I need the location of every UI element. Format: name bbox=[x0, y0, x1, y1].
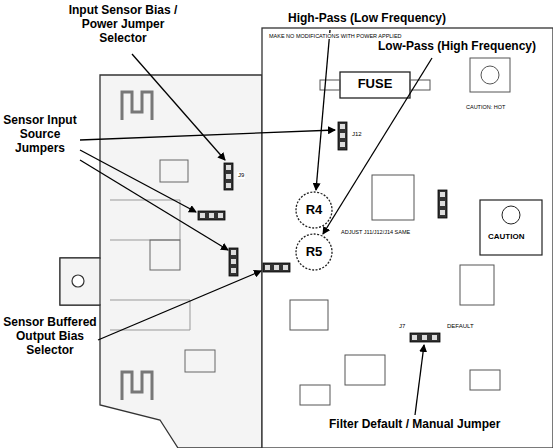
housing-outline bbox=[60, 75, 262, 448]
part-label: R5 bbox=[300, 245, 328, 260]
jumper-label: J7 bbox=[398, 323, 406, 330]
callout-title: Low-Pass (High Frequency) bbox=[378, 40, 536, 54]
jumper-label: J12 bbox=[351, 131, 363, 138]
fuse-box bbox=[340, 72, 410, 98]
potentiometer-r5 bbox=[296, 234, 332, 270]
caution-label: CAUTION bbox=[488, 232, 524, 241]
potentiometer-r4 bbox=[296, 192, 332, 228]
jumper-label: DEFAULT bbox=[446, 323, 475, 330]
ic-chip bbox=[372, 175, 414, 220]
component bbox=[470, 370, 500, 390]
callout-title: Input Sensor Bias / Power Jumper Selecto… bbox=[58, 4, 188, 45]
board-note: CAUTION: HOT bbox=[465, 104, 506, 110]
esd-symbol bbox=[502, 206, 520, 224]
fuse-label: FUSE bbox=[345, 77, 405, 92]
component bbox=[481, 66, 499, 84]
mounting-tab bbox=[60, 258, 100, 305]
trace bbox=[122, 92, 152, 120]
component bbox=[150, 240, 180, 270]
jumper-headers bbox=[198, 122, 447, 342]
circuit-board bbox=[262, 28, 553, 448]
fuse-clip bbox=[320, 80, 340, 90]
mounting-hole bbox=[72, 275, 84, 287]
board-note: ADJUST J11/J12/J14 SAME bbox=[340, 229, 411, 235]
component bbox=[160, 160, 188, 182]
trace bbox=[110, 300, 190, 330]
callout-title: Sensor Buffered Output Bias Selector bbox=[3, 316, 97, 357]
component bbox=[300, 385, 330, 405]
callout-title: Sensor Input Source Jumpers bbox=[3, 114, 77, 155]
trace bbox=[122, 372, 152, 400]
ic-chip bbox=[345, 355, 385, 385]
trace bbox=[110, 200, 180, 240]
callout-title: High-Pass (Low Frequency) bbox=[288, 12, 446, 26]
ic-chip bbox=[290, 300, 328, 330]
callout-leaders bbox=[80, 30, 432, 415]
header-pins bbox=[200, 124, 445, 340]
component bbox=[185, 350, 215, 372]
ic-chip bbox=[460, 265, 494, 305]
component bbox=[470, 58, 510, 92]
jumper-label: J9 bbox=[237, 172, 245, 179]
caution-panel bbox=[480, 200, 542, 255]
board-note: MAKE NO MODIFICATIONS WITH POWER APPLIED bbox=[268, 33, 403, 39]
callout-title: Filter Default / Manual Jumper bbox=[327, 418, 502, 432]
part-label: R4 bbox=[300, 203, 328, 218]
